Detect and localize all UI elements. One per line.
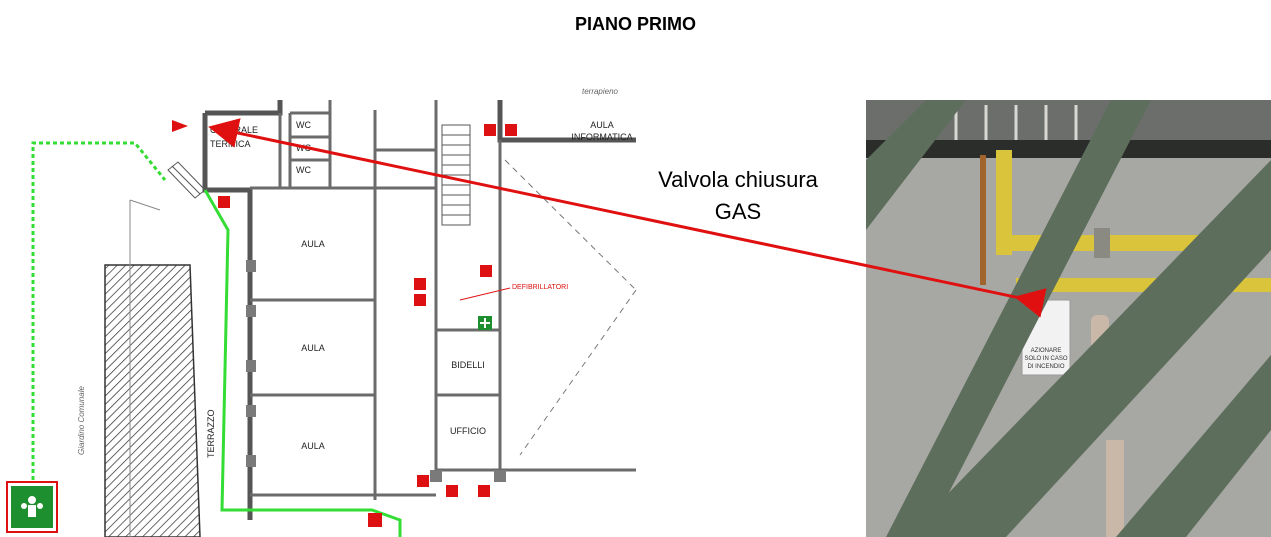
aula-informatica-label-1: AULA — [590, 120, 614, 130]
caption-line-1: Valvola chiusura — [658, 167, 818, 192]
centrale-label-2: TERMICA — [210, 139, 251, 149]
aula-label-3: AULA — [301, 441, 325, 451]
wc-label-3: WC — [296, 165, 311, 175]
floor-plan: terrapieno CENTRALE TERMICA WC WC WC AUL… — [6, 87, 637, 537]
emergency-icons — [218, 124, 517, 527]
inner-walls — [250, 100, 636, 500]
roof-dashes — [504, 159, 637, 456]
steel-structure — [866, 100, 1271, 537]
sign-line-3: DI INCENDIO — [1027, 364, 1064, 370]
giardino-label: Giardino Comunale — [77, 386, 86, 455]
page-title: PIANO PRIMO — [574, 14, 696, 34]
sign-line-1: AZIONARE — [1031, 348, 1062, 354]
centrale-label-1: CENTRALE — [210, 125, 258, 135]
caption-line-2: GAS — [714, 199, 762, 224]
gas-valve-photo: AZIONARE SOLO IN CASO DI INCENDIO — [866, 100, 1271, 537]
terrazzo-label: TERRAZZO — [206, 410, 216, 459]
wc-label-2: WC — [296, 143, 311, 153]
walls — [202, 100, 636, 520]
escape-route — [31, 141, 402, 537]
sign-line-2: SOLO IN CASO — [1024, 356, 1067, 362]
first-aid-cross — [480, 318, 490, 328]
defibrillatori-label: DEFIBRILLATORI — [512, 284, 568, 291]
terrapieno-label: terrapieno — [582, 87, 619, 96]
ufficio-label: UFFICIO — [450, 426, 486, 436]
bidelli-label: BIDELLI — [451, 360, 485, 370]
hatched-roof — [104, 199, 201, 537]
aula-informatica-label-2: INFORMATICA — [571, 132, 632, 142]
aula-label-1: AULA — [301, 239, 325, 249]
gas-valve-caption: Valvola chiusura GAS — [628, 164, 848, 228]
wc-label-1: WC — [296, 120, 311, 130]
aula-label-2: AULA — [301, 343, 325, 353]
gas-valve-marker-icon — [172, 120, 188, 132]
